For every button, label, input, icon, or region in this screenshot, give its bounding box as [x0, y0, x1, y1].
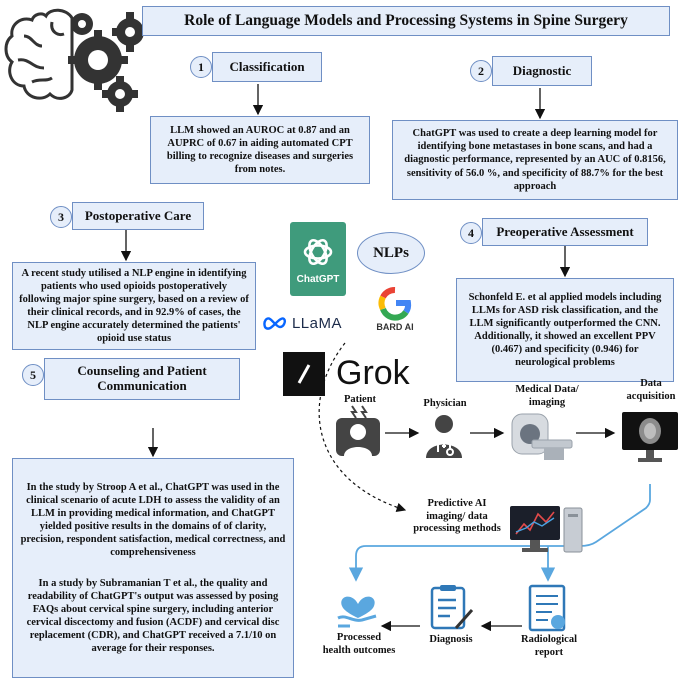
radiological-report-line2: report [534, 646, 564, 658]
section-5-number: 5 [22, 364, 44, 386]
section-3-text: A recent study utilised a NLP engine in … [12, 262, 256, 350]
section-1-heading: Classification [212, 52, 322, 82]
chatgpt-logo: ChatGPT [290, 222, 346, 296]
predictive-ai-line3: processing methods [413, 523, 501, 535]
data-acquisition-line2: acquisition [626, 390, 676, 402]
data-acquisition-line1: Data [640, 378, 662, 389]
meta-infinity-icon [263, 317, 286, 330]
ai-workstation-icon [510, 506, 583, 553]
diagnosis-label: Diagnosis [429, 634, 473, 645]
section-1-number: 1 [190, 56, 212, 78]
section-4-heading: Preoperative Assessment [482, 218, 648, 246]
brain-gears-icon [4, 8, 148, 112]
nlps-label: NLPs [357, 232, 425, 274]
section-4-text: Schonfeld E. et al applied models includ… [456, 278, 674, 382]
processed-outcomes-label: Processed health outcomes [318, 632, 400, 657]
google-g-icon [378, 287, 412, 321]
section-5-heading-line2: Communication [97, 378, 187, 393]
diagnosis-clipboard-icon [430, 585, 474, 630]
section-4-number: 4 [460, 222, 482, 244]
llama-logo: LLaMA [262, 308, 342, 338]
dotted-grok-predictive [318, 342, 407, 513]
section-5-para2: In a study by Subramanian T et al., the … [26, 577, 280, 655]
grok-label: Grok [336, 354, 410, 392]
predictive-ai-line1: Predictive AI [427, 498, 487, 509]
chatgpt-label: ChatGPT [296, 273, 340, 285]
health-outcome-icon [337, 596, 377, 628]
physician-icon [426, 415, 462, 458]
medical-data-line2: imaging [528, 396, 566, 408]
processed-outcomes-line2: health outcomes [322, 644, 396, 656]
bard-logo: BARD AI [370, 284, 420, 340]
predictive-ai-label: Predictive AI imaging/ data processing m… [404, 498, 510, 536]
grok-logo-mark [283, 352, 325, 396]
radiological-report-icon [528, 584, 566, 632]
section-1-text: LLM showed an AUROC at 0.87 and an AUPRC… [150, 116, 370, 184]
medical-data-label: Medical Data/ imaging [502, 384, 592, 409]
section-2-text: ChatGPT was used to create a deep learni… [392, 120, 678, 200]
blue-acq-to-outcomes [348, 484, 651, 582]
section-5-text: In the study by Stroop A et al., ChatGPT… [12, 458, 294, 678]
predictive-ai-line2: imaging/ data [426, 510, 488, 522]
llama-label: LLaMA [291, 314, 342, 332]
data-acquisition-label: Data acquisition [616, 378, 685, 403]
grok-slash-icon [297, 364, 311, 384]
radiological-report-label: Radiological report [506, 634, 592, 659]
page-title: Role of Language Models and Processing S… [142, 6, 670, 36]
section-3-number: 3 [50, 206, 72, 228]
patient-label: Patient [343, 394, 377, 405]
openai-knot-icon [303, 238, 333, 265]
section-2-heading: Diagnostic [492, 56, 592, 86]
section-5-para1: In the study by Stroop A et al., ChatGPT… [20, 481, 286, 559]
brain-scan-monitor-icon [622, 412, 678, 462]
section-5-heading: Counseling and Patient Communication [44, 358, 240, 400]
physician-label: Physician [423, 398, 467, 409]
medical-data-line1: Medical Data/ [515, 384, 579, 395]
patient-icon [336, 405, 380, 456]
radiological-report-line1: Radiological [520, 634, 577, 645]
processed-outcomes-line1: Processed [336, 632, 382, 643]
section-2-number: 2 [470, 60, 492, 82]
section-5-heading-line1: Counseling and Patient [77, 363, 207, 379]
mri-scanner-icon [511, 413, 573, 460]
section-3-heading: Postoperative Care [72, 202, 204, 230]
bard-label: BARD AI [376, 322, 414, 332]
